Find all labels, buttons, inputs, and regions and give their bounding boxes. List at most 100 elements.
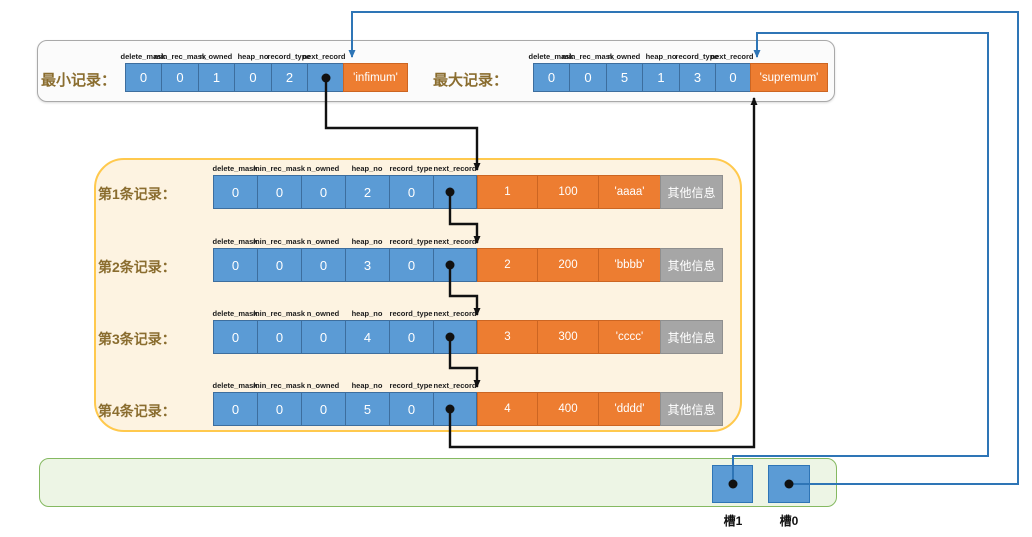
cell-record-type: 2 (271, 63, 308, 92)
field-header: min_rec_mask (252, 237, 306, 246)
field-header: n_owned (607, 52, 641, 61)
cell-col3: 'cccc' (598, 320, 661, 354)
field-header: delete_mask (212, 309, 258, 318)
cell-min-rec-mask: 0 (257, 320, 302, 354)
field-header: record_type (389, 381, 433, 390)
cell-other-info: 其他信息 (660, 392, 723, 426)
field-header: min_rec_mask (252, 381, 306, 390)
field-header: min_rec_mask (153, 52, 207, 61)
cell-col2: 300 (537, 320, 599, 354)
user-record-row-4: delete_mask min_rec_mask n_owned heap_no… (212, 382, 723, 426)
field-header: heap_no (351, 237, 383, 246)
cell-n-owned: 0 (301, 175, 346, 209)
field-header: delete_mask (212, 164, 258, 173)
field-header: n_owned (199, 52, 233, 61)
cell-n-owned: 0 (301, 320, 346, 354)
field-header: record_type (389, 237, 433, 246)
cell-next-record (433, 392, 477, 426)
cell-other-info: 其他信息 (660, 248, 723, 282)
field-header: next_record (302, 52, 346, 61)
field-header: next_record (433, 309, 477, 318)
field-header: n_owned (306, 237, 340, 246)
cell-n-owned: 1 (198, 63, 235, 92)
field-header: min_rec_mask (561, 52, 615, 61)
field-header: delete_mask (212, 381, 258, 390)
cell-heap-no: 4 (345, 320, 390, 354)
cell-col3: 'dddd' (598, 392, 661, 426)
slot-0 (768, 465, 810, 503)
cell-record-name: 'supremum' (750, 63, 828, 92)
field-header: heap_no (351, 309, 383, 318)
cell-delete-mask: 0 (213, 248, 258, 282)
cell-record-type: 0 (389, 248, 434, 282)
slot-0-label: 槽0 (779, 514, 799, 528)
supremum-record-row: delete_mask min_rec_mask n_owned heap_no… (528, 53, 828, 92)
user-record-row-3: delete_mask min_rec_mask n_owned heap_no… (212, 310, 723, 354)
field-header: n_owned (306, 309, 340, 318)
field-header: heap_no (237, 52, 269, 61)
field-header: record_type (267, 52, 311, 61)
field-header: next_record (433, 381, 477, 390)
cell-col1: 4 (477, 392, 538, 426)
min-record-label: 最小记录： (41, 72, 117, 89)
cell-delete-mask: 0 (213, 392, 258, 426)
cell-delete-mask: 0 (125, 63, 162, 92)
cell-min-rec-mask: 0 (257, 248, 302, 282)
field-header: n_owned (306, 164, 340, 173)
field-header: heap_no (351, 164, 383, 173)
user-record-row-1: delete_mask min_rec_mask n_owned heap_no… (212, 165, 723, 209)
cell-record-type: 0 (389, 392, 434, 426)
cell-min-rec-mask: 0 (257, 392, 302, 426)
record-3-label: 第3条记录： (98, 331, 176, 347)
field-header: record_type (389, 309, 433, 318)
cell-next-record (433, 248, 477, 282)
cell-record-type: 0 (389, 175, 434, 209)
field-header: next_record (433, 164, 477, 173)
cell-delete-mask: 0 (213, 175, 258, 209)
cell-col3: 'aaaa' (598, 175, 661, 209)
cell-next-record (433, 175, 477, 209)
slot-1-label: 槽1 (723, 514, 743, 528)
cell-n-owned: 0 (301, 248, 346, 282)
cell-min-rec-mask: 0 (569, 63, 607, 92)
field-header: next_record (433, 237, 477, 246)
cell-next-record: 0 (715, 63, 751, 92)
cell-next-record (433, 320, 477, 354)
cell-col1: 1 (477, 175, 538, 209)
field-header: heap_no (645, 52, 677, 61)
max-record-label: 最大记录： (433, 72, 509, 89)
user-record-row-2: delete_mask min_rec_mask n_owned heap_no… (212, 238, 723, 282)
field-header: delete_mask (120, 52, 166, 61)
cell-heap-no: 2 (345, 175, 390, 209)
cell-record-name: 'infimum' (343, 63, 408, 92)
infimum-record-row: delete_mask min_rec_mask n_owned heap_no… (120, 53, 408, 92)
record-1-label: 第1条记录： (98, 186, 176, 202)
cell-n-owned: 5 (606, 63, 643, 92)
cell-delete-mask: 0 (533, 63, 570, 92)
cell-other-info: 其他信息 (660, 320, 723, 354)
cell-heap-no: 5 (345, 392, 390, 426)
cell-min-rec-mask: 0 (257, 175, 302, 209)
cell-heap-no: 0 (234, 63, 272, 92)
cell-col1: 2 (477, 248, 538, 282)
cell-min-rec-mask: 0 (161, 63, 199, 92)
field-header: record_type (389, 164, 433, 173)
field-header: next_record (710, 52, 754, 61)
cell-col2: 200 (537, 248, 599, 282)
cell-col1: 3 (477, 320, 538, 354)
slot-1 (712, 465, 753, 503)
field-header: min_rec_mask (252, 164, 306, 173)
cell-col2: 400 (537, 392, 599, 426)
field-header: heap_no (351, 381, 383, 390)
cell-col2: 100 (537, 175, 599, 209)
field-header: n_owned (306, 381, 340, 390)
cell-n-owned: 0 (301, 392, 346, 426)
cell-col3: 'bbbb' (598, 248, 661, 282)
cell-record-type: 0 (389, 320, 434, 354)
cell-delete-mask: 0 (213, 320, 258, 354)
cell-heap-no: 3 (345, 248, 390, 282)
field-header: delete_mask (212, 237, 258, 246)
record-2-label: 第2条记录： (98, 259, 176, 275)
cell-heap-no: 1 (642, 63, 680, 92)
